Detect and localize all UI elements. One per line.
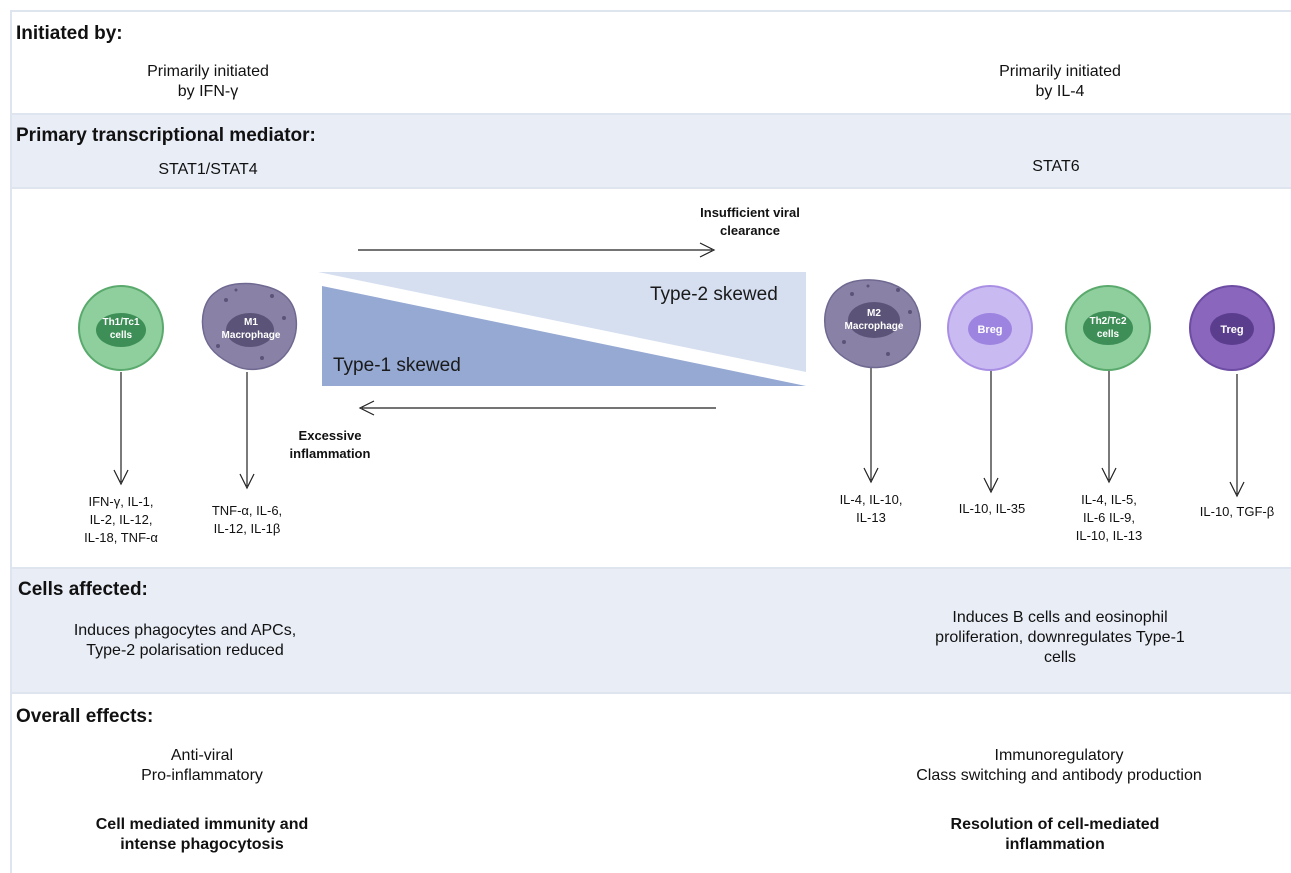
bottom-arrow-label-line: Excessive: [298, 428, 362, 443]
initiated-right: Primarily initiated by IL-4: [960, 62, 1160, 102]
mediator-band: [10, 114, 1291, 188]
cytokine-line: IL-12, IL-1β: [213, 521, 281, 536]
type2-wedge: [318, 272, 806, 372]
th1-cell: Th1/Tc1 cells: [78, 285, 164, 371]
type1-wedge: [322, 286, 806, 386]
bottom-arrow-label: Excessive inflammation: [260, 427, 400, 463]
th2-label: cells: [1097, 329, 1120, 340]
th2-cell: Th2/Tc2 cells: [1065, 285, 1151, 371]
overall-right: Immunoregulatory Class switching and ant…: [864, 746, 1254, 786]
m2-macrophage: M2 Macrophage: [824, 279, 922, 369]
initiated-right-line: Primarily initiated: [999, 63, 1121, 80]
initiated-left-line: Primarily initiated: [147, 63, 269, 80]
th1-cytokines: IFN-γ, IL-1, IL-2, IL-12, IL-18, TNF-α: [66, 493, 176, 547]
mediator-heading: Primary transcriptional mediator:: [16, 125, 316, 146]
cytokine-arrows: [113, 368, 1245, 498]
bottom-arrow-label-line: inflammation: [289, 446, 371, 461]
cytokine-line: IL-10, IL-35: [958, 501, 1026, 516]
cytokine-line: IL-13: [856, 510, 886, 525]
treg-cell: Treg: [1189, 285, 1275, 371]
overall-left-line: Anti-viral: [170, 747, 234, 764]
cells-affected-right-line: cells: [1043, 649, 1076, 666]
overall-left-bold-line: Cell mediated immunity and: [95, 816, 309, 833]
divider: [10, 10, 1291, 12]
m1-label: M1: [244, 317, 258, 328]
initiated-left: Primarily initiated by IFN-γ: [108, 62, 308, 102]
initiated-left-line: by IFN-γ: [177, 83, 239, 100]
divider: [10, 113, 1291, 115]
th2-label: Th2/Tc2: [1089, 316, 1126, 327]
treg-label: Treg: [1220, 324, 1243, 336]
overall-right-bold-line: Resolution of cell-mediated: [950, 816, 1160, 833]
cytokine-line: IL-18, TNF-α: [84, 530, 158, 545]
divider: [10, 187, 1291, 189]
cells-affected-left-line: Induces phagocytes and APCs,: [73, 622, 297, 639]
cytokine-line: IFN-γ, IL-1,: [88, 494, 154, 509]
mediator-right: STAT6: [1032, 158, 1080, 175]
left-border: [10, 10, 12, 873]
cytokine-line: IL-10, TGF-β: [1199, 504, 1275, 519]
overall-right-bold-line: inflammation: [1005, 836, 1105, 853]
cells-affected-band: [10, 568, 1291, 692]
top-arrow-label-line: clearance: [720, 223, 780, 238]
overall-right-bold: Resolution of cell-mediated inflammation: [900, 815, 1210, 855]
breg-label: Breg: [977, 324, 1002, 336]
initiated-right-line: by IL-4: [1035, 83, 1085, 100]
cells-affected-right: Induces B cells and eosinophil prolifera…: [890, 608, 1230, 668]
top-arrow: [358, 242, 716, 258]
th2-cytokines: IL-4, IL-5, IL-6 IL-9, IL-10, IL-13: [1054, 491, 1164, 545]
cells-affected-right-line: proliferation, downregulates Type-1: [935, 629, 1185, 646]
m1-cytokines: TNF-α, IL-6, IL-12, IL-1β: [190, 502, 304, 538]
treg-cytokines: IL-10, TGF-β: [1186, 503, 1288, 521]
overall-left-bold: Cell mediated immunity and intense phago…: [42, 815, 362, 855]
divider: [10, 692, 1291, 694]
m2-cytokines: IL-4, IL-10, IL-13: [816, 491, 926, 527]
overall-left: Anti-viral Pro-inflammatory: [82, 746, 322, 786]
overall-left-bold-line: intense phagocytosis: [120, 836, 284, 853]
mediator-left: STAT1/STAT4: [158, 161, 258, 178]
cells-affected-left: Induces phagocytes and APCs, Type-2 pola…: [30, 621, 340, 661]
m1-label: Macrophage: [222, 330, 281, 341]
m1-macrophage: M1 Macrophage: [201, 282, 298, 371]
cytokine-line: IL-2, IL-12,: [89, 512, 153, 527]
overall-effects-heading: Overall effects:: [16, 706, 154, 727]
cytokine-line: IL-6 IL-9,: [1082, 510, 1136, 525]
m2-label: Macrophage: [845, 321, 904, 332]
th1-label: cells: [110, 330, 133, 341]
m2-label: M2: [867, 308, 881, 319]
cytokine-line: TNF-α, IL-6,: [211, 503, 283, 518]
type2-skewed-label: Type-2 skewed: [650, 284, 778, 305]
top-arrow-label: Insufficient viral clearance: [680, 204, 820, 240]
cells-affected-right-line: Induces B cells and eosinophil: [952, 609, 1168, 626]
cells-affected-left-line: Type-2 polarisation reduced: [86, 642, 284, 659]
cytokine-line: IL-4, IL-10,: [839, 492, 903, 507]
divider: [10, 567, 1291, 569]
th1-label: Th1/Tc1: [102, 317, 139, 328]
overall-left-line: Pro-inflammatory: [141, 767, 263, 784]
initiated-heading: Initiated by:: [16, 23, 123, 44]
cytokine-line: IL-10, IL-13: [1075, 528, 1143, 543]
overall-right-line: Immunoregulatory: [994, 747, 1124, 764]
overall-right-line: Class switching and antibody production: [916, 767, 1202, 784]
top-arrow-label-line: Insufficient viral: [700, 205, 800, 220]
bottom-arrow: [358, 400, 716, 416]
type1-skewed-label: Type-1 skewed: [333, 355, 461, 376]
cells-affected-heading: Cells affected:: [18, 579, 148, 600]
breg-cytokines: IL-10, IL-35: [940, 500, 1044, 518]
breg-cell: Breg: [947, 285, 1033, 371]
cytokine-line: IL-4, IL-5,: [1081, 492, 1137, 507]
